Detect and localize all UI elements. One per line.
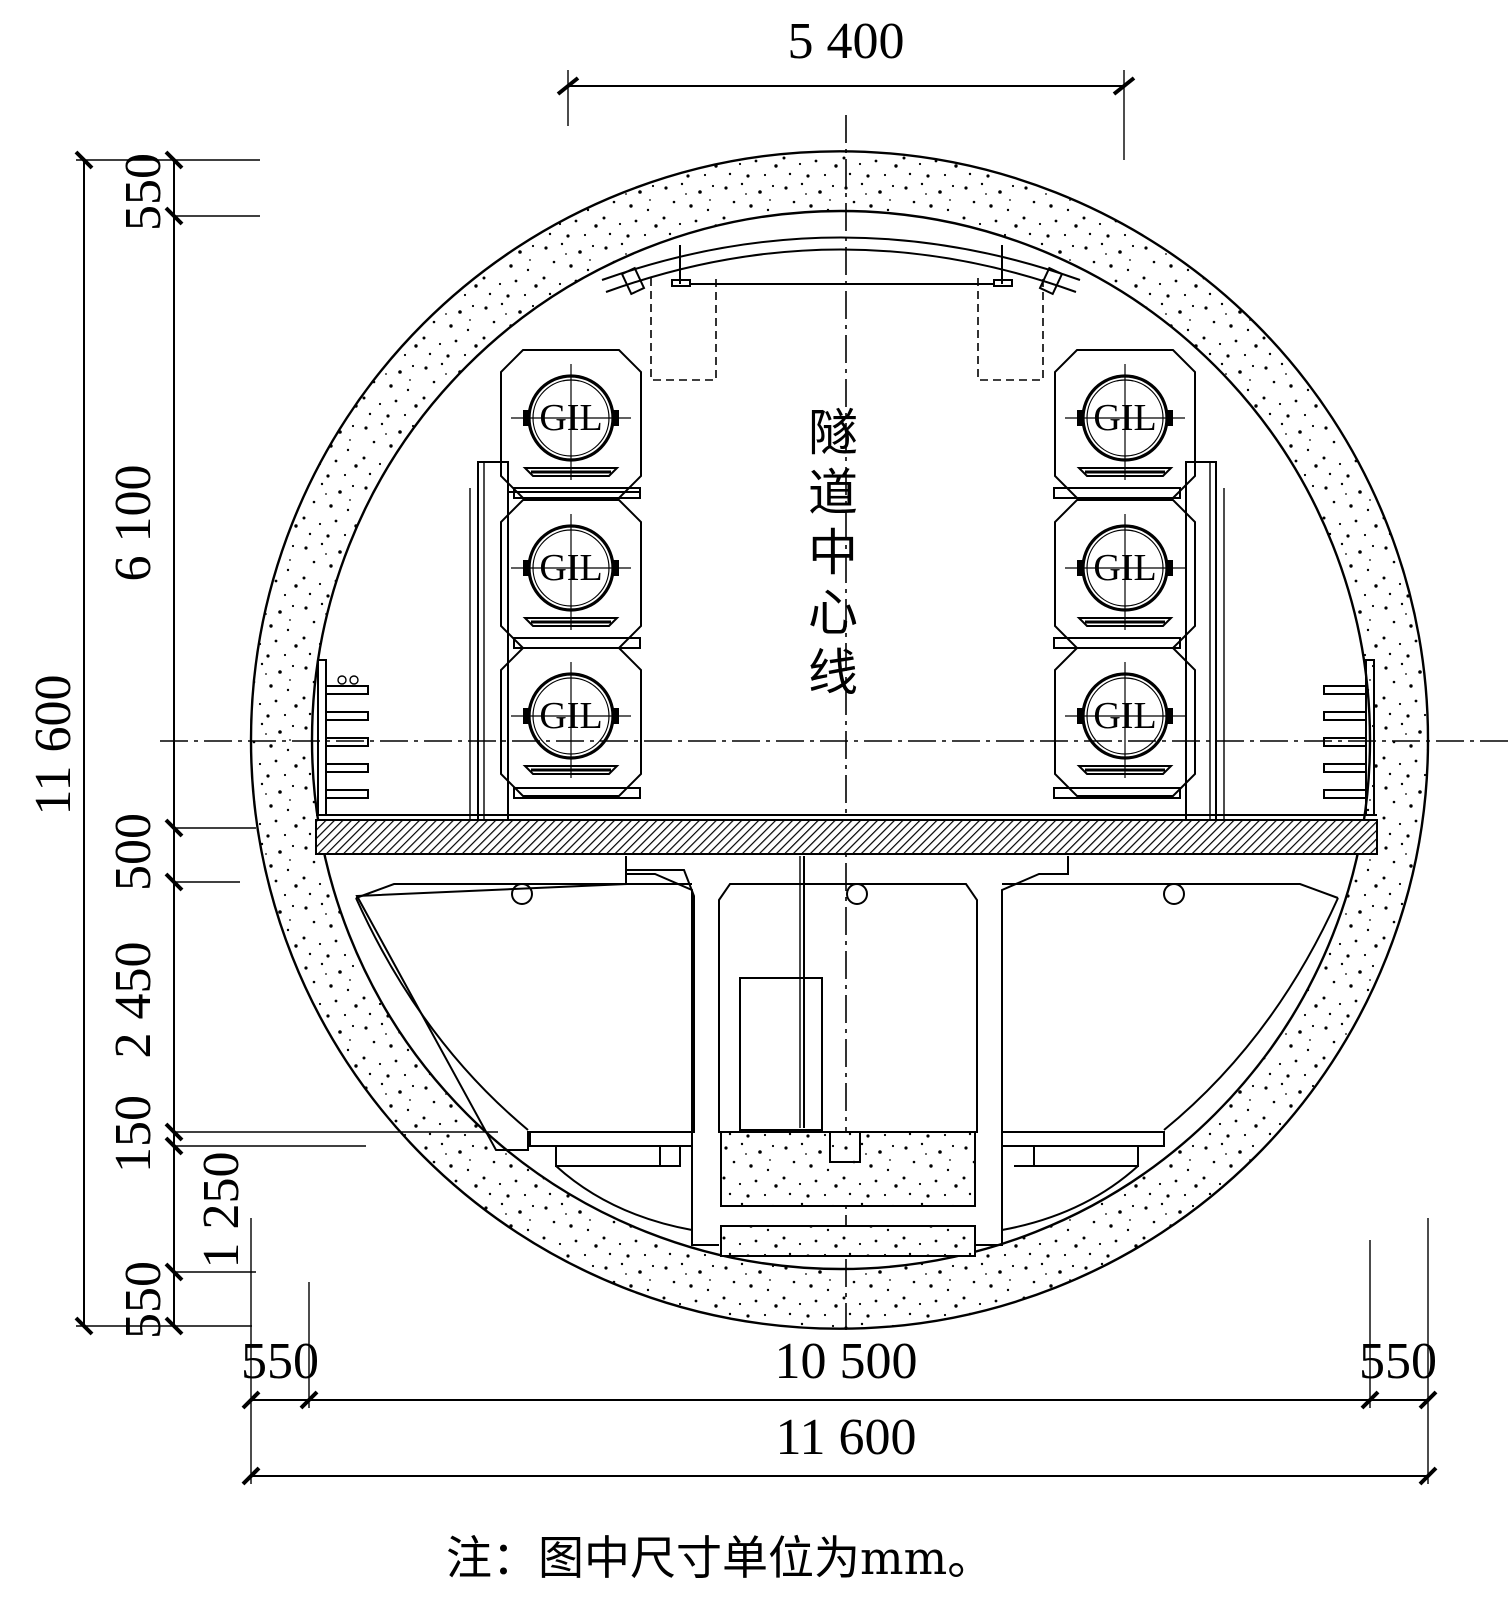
centerline-label: 隧 道 中 心 线	[808, 404, 858, 702]
dim-left-6100-label: 6 100	[105, 465, 162, 582]
dim-top-5400: 5 400	[556, 13, 1136, 160]
dim-bottom: 550 10 500 550 11 600	[241, 1218, 1438, 1486]
tunnel-lining	[249, 150, 1430, 1330]
gil-label: GIL	[1093, 695, 1156, 737]
dim-left-2450-label: 2 450	[105, 942, 162, 1059]
dim-left-500-label: 500	[105, 813, 162, 891]
left-support-rack	[469, 461, 641, 821]
dim-left-550-bottom-label: 550	[115, 1261, 172, 1339]
dim-left-subdivisions: 550 6 100 500 2 450 150 1 250 550	[105, 150, 498, 1339]
gil-pipe-unit: GIL	[1054, 647, 1196, 797]
unit-note: 注：图中尺寸单位为mm。	[446, 1531, 993, 1585]
dim-left-550-top-label: 550	[115, 153, 172, 231]
gil-pipe-unit: GIL	[1054, 349, 1196, 499]
gil-enclosure	[500, 349, 642, 499]
centerline-char-2: 道	[808, 464, 858, 522]
dim-left-overall: 11 600	[25, 150, 260, 1336]
centerline-char-3: 中	[808, 524, 858, 582]
dim-top-5400-label: 5 400	[788, 13, 905, 70]
lower-structure	[355, 856, 1339, 1257]
gil-pipes-right: GIL GIL GIL	[1054, 349, 1196, 797]
gil-label: GIL	[1093, 397, 1156, 439]
gil-enclosure	[1054, 647, 1196, 797]
right-cable-tray	[1323, 659, 1375, 816]
gil-pipes-left: GIL GIL GIL	[500, 349, 642, 797]
centerline-char-5: 线	[808, 644, 858, 702]
dim-bottom-550-left-label: 550	[241, 1333, 319, 1390]
gil-pipe-unit: GIL	[1054, 499, 1196, 649]
dim-bottom-550-right-label: 550	[1359, 1333, 1437, 1390]
centerline-char-1: 隧	[808, 404, 858, 462]
gil-label: GIL	[539, 547, 602, 589]
dim-bottom-11600-label: 11 600	[775, 1409, 916, 1466]
dim-bottom-10500-label: 10 500	[775, 1333, 918, 1390]
dim-left-150-label: 150	[105, 1095, 162, 1173]
gil-enclosure	[500, 647, 642, 797]
gil-enclosure	[1054, 349, 1196, 499]
gil-pipe-unit: GIL	[500, 647, 642, 797]
left-cable-tray	[317, 659, 369, 816]
deck-slab	[315, 814, 1378, 855]
gil-label: GIL	[539, 695, 602, 737]
centerlines	[160, 115, 1512, 1330]
gil-pipe-unit: GIL	[500, 349, 642, 499]
crown-plate	[601, 236, 1081, 381]
gil-label: GIL	[539, 397, 602, 439]
gil-pipe-unit: GIL	[500, 499, 642, 649]
gil-label: GIL	[1093, 547, 1156, 589]
dim-left-1250-label: 1 250	[193, 1152, 250, 1269]
centerline-char-4: 心	[808, 584, 858, 642]
dim-left-11600-label: 11 600	[25, 674, 82, 815]
